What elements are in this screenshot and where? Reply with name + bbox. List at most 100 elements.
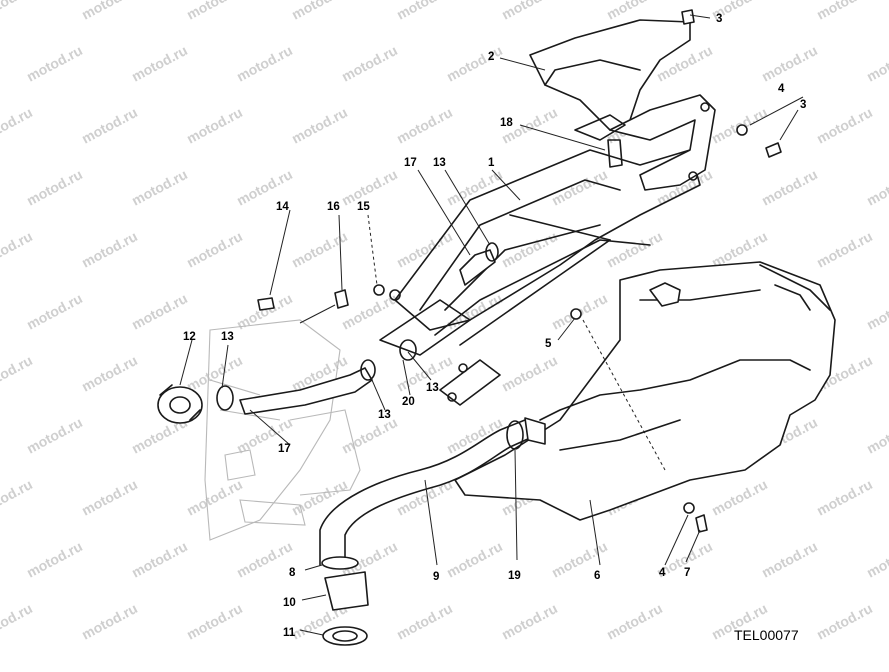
watermark-text: motod.ru (814, 476, 875, 519)
engine-ghost-outline (204, 319, 361, 541)
callout-7: 7 (684, 567, 690, 579)
watermark-text: motod.ru (79, 228, 140, 271)
watermark-text: motod.ru (0, 476, 35, 519)
exhaust-pipe (319, 417, 546, 566)
watermark-text: motod.ru (549, 166, 610, 209)
watermark-text: motod.ru (864, 42, 889, 85)
callout-20: 20 (402, 396, 415, 408)
watermark-text: motod.ru (24, 538, 85, 581)
watermark-text: motod.ru (549, 538, 610, 581)
callout-15: 15 (357, 201, 370, 213)
watermark-text: motod.ru (604, 0, 665, 23)
watermark-text: motod.ru (0, 352, 35, 395)
breather-hose (239, 249, 496, 415)
watermark-text: motod.ru (24, 42, 85, 85)
watermark-text: motod.ru (394, 228, 455, 271)
callout-8: 8 (289, 567, 296, 579)
callout-13-lower-left: 13 (378, 409, 391, 421)
watermark-text: motod.ru (759, 166, 820, 209)
callout-10: 10 (283, 597, 296, 609)
watermark-text: motod.ru (444, 166, 505, 209)
watermark-text: motod.ru (814, 600, 875, 643)
watermark-text: motod.ru (814, 228, 875, 271)
watermark-text: motod.ru (289, 476, 350, 519)
watermark-text: motod.ru (129, 166, 190, 209)
watermark-text: motod.ru (79, 104, 140, 147)
watermark-text: motod.ru (444, 414, 505, 457)
callout-4-bottom: 4 (659, 567, 666, 579)
drawing-code: TEL00077 (734, 627, 799, 643)
watermark-text: motod.ru (289, 104, 350, 147)
callout-2: 2 (488, 51, 494, 63)
callout-11: 11 (283, 627, 296, 639)
watermark-text: motod.ru (864, 538, 889, 581)
watermark-text: motod.ru (0, 0, 35, 23)
clamps-and-hardware (216, 9, 782, 646)
callout-13-lower-right: 13 (426, 382, 439, 394)
watermark-text: motod.ru (499, 600, 560, 643)
callout-4-top: 4 (778, 83, 785, 95)
watermark-text: motod.ru (129, 290, 190, 333)
watermark-text: motod.ru (709, 476, 770, 519)
watermark-text: motod.ru (234, 538, 295, 581)
watermark-text: motod.ru (0, 600, 35, 643)
watermark-text: motod.ru (499, 0, 560, 23)
watermark-text: motod.ru (79, 0, 140, 23)
callout-5: 5 (545, 338, 552, 350)
callout-labels: 1 2 3 3 4 4 5 6 7 8 9 10 11 12 13 13 13 … (183, 13, 806, 639)
callout-13-left: 13 (221, 331, 234, 343)
watermark-text: motod.ru (234, 42, 295, 85)
callout-9: 9 (433, 571, 439, 583)
callout-17-left: 17 (278, 443, 291, 455)
watermark-text: motod.ru (444, 290, 505, 333)
callout-19: 19 (508, 570, 521, 582)
watermark-text: motod.ru (79, 600, 140, 643)
watermark-text: motod.ru (184, 104, 245, 147)
watermark-text: motod.ru (79, 476, 140, 519)
silencer-body (454, 261, 836, 521)
callout-3-right: 3 (800, 99, 806, 111)
callout-14: 14 (276, 201, 289, 213)
watermark-text: motod.ru (129, 42, 190, 85)
callout-17-top: 17 (404, 157, 417, 169)
watermark-text: motod.ru (184, 600, 245, 643)
watermark-text: motod.ru (184, 228, 245, 271)
watermark-text: motod.ru (79, 352, 140, 395)
watermark-text: motod.ru (0, 104, 35, 147)
watermark-text: motod.ru (814, 0, 875, 23)
watermark-text: motod.ru (759, 538, 820, 581)
watermark-text: motod.ru (24, 166, 85, 209)
watermark-text: motod.ru (129, 538, 190, 581)
watermark-text: motod.ru (759, 42, 820, 85)
callout-3-top: 3 (716, 13, 722, 25)
watermark-text: motod.ru (864, 290, 889, 333)
leader-lines (179, 14, 804, 636)
callout-18: 18 (500, 117, 513, 129)
watermark-text: motod.ru (604, 600, 665, 643)
watermark-text: motod.ru (864, 166, 889, 209)
watermark-text: motod.ru (289, 0, 350, 23)
watermark-text: motod.ru (444, 538, 505, 581)
watermark-text: motod.ru (394, 600, 455, 643)
part-12-cap (157, 384, 203, 424)
callout-1: 1 (488, 157, 495, 169)
callout-16: 16 (327, 201, 340, 213)
watermark-text: motod.ru (0, 228, 35, 271)
watermark-text: motod.ru (604, 228, 665, 271)
callout-13-top: 13 (433, 157, 446, 169)
watermark-text: motod.ru (444, 42, 505, 85)
rear-bracket (529, 19, 716, 191)
watermark-text: motod.ru (184, 0, 245, 23)
rear-subframe (379, 149, 701, 406)
watermark-text: motod.ru (864, 414, 889, 457)
callout-6: 6 (594, 570, 600, 582)
watermark-text: motod.ru (394, 0, 455, 23)
watermark-text: motod.ru (184, 476, 245, 519)
watermark-text: motod.ru (339, 42, 400, 85)
watermark-text: motod.ru (24, 414, 85, 457)
watermark-text: motod.ru (394, 104, 455, 147)
watermark-text: motod.ru (814, 104, 875, 147)
callout-12: 12 (183, 331, 196, 343)
watermark-text: motod.ru (499, 352, 560, 395)
